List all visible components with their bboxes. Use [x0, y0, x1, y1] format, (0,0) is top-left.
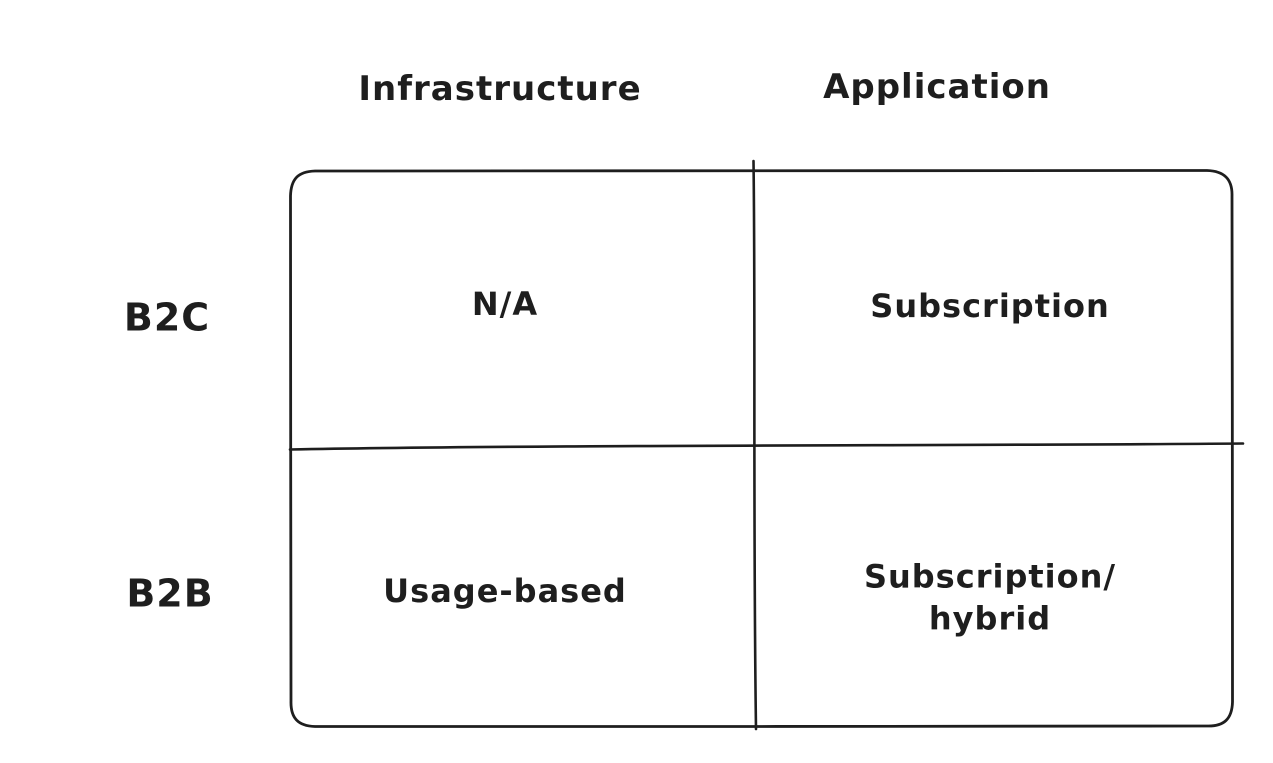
cell-b2b-infrastructure: Usage-based	[383, 572, 627, 611]
column-header-infrastructure: Infrastructure	[358, 68, 642, 109]
matrix-outer-border	[289, 169, 1234, 728]
matrix-horizontal-divider	[288, 442, 1245, 451]
cell-b2c-infrastructure: N/A	[471, 285, 539, 324]
cell-b2b-application: Subscription/ hybrid	[863, 557, 1117, 637]
row-header-b2b: B2B	[126, 571, 214, 616]
cell-b2c-application: Subscription	[870, 287, 1110, 326]
matrix-vertical-divider	[752, 159, 758, 731]
row-header-b2c: B2C	[123, 295, 211, 340]
column-header-application: Application	[823, 66, 1051, 107]
